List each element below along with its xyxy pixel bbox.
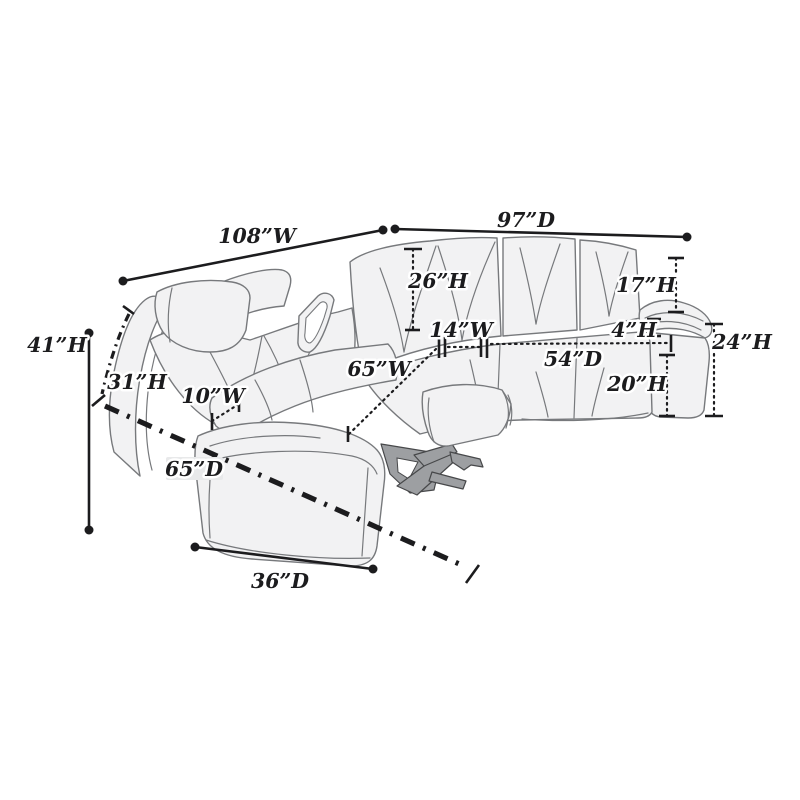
dimension-17h: 17”H — [614, 256, 684, 314]
front-block-seam-1 — [209, 435, 321, 447]
dimension-65d: 65”D — [103, 403, 481, 584]
corner-tuft-4 — [461, 241, 496, 341]
dimension-65d-line — [103, 403, 468, 570]
left-seat-seam-2 — [254, 379, 273, 421]
dimension-65w-line — [347, 346, 439, 436]
dimension-20h: 20”H — [604, 353, 675, 418]
dimension-108w: 108”W — [118, 222, 388, 286]
dimension-26h: 26”H — [404, 247, 471, 332]
dimension-14w: 14”W — [427, 316, 497, 358]
dimension-17h-label: 17”H — [616, 273, 676, 297]
dimension-97d-line — [393, 227, 689, 239]
dimension-36d-dot-left — [190, 542, 200, 552]
right-arm-band-2 — [642, 320, 702, 331]
dimension-97d: 97”D — [390, 206, 692, 242]
right-back2-tuft-1 — [595, 251, 610, 317]
dimension-36d-line — [193, 545, 375, 571]
mechanism-bar — [428, 471, 467, 490]
dimension-54d-line — [489, 341, 670, 346]
dimension-65d-chip — [166, 457, 223, 480]
footrest-edge-2 — [507, 394, 513, 426]
dimension-65d-label: 65”D — [165, 457, 223, 481]
footrest-pad — [421, 383, 512, 447]
dimension-24h: 24”H — [705, 322, 775, 418]
dimension-31h: 31”H — [91, 304, 170, 407]
front-block-seam-4 — [361, 467, 369, 557]
dimension-36d-dot-right — [368, 564, 378, 574]
dimension-26h-label: 26”H — [407, 269, 468, 293]
footrest-edge-1 — [502, 391, 509, 429]
dimension-10w-label: 10”W — [181, 384, 246, 408]
dimension-24h-label: 24”H — [711, 330, 772, 354]
right-back1-tuft-2 — [535, 243, 561, 325]
dimension-54d-label: 54”D — [544, 347, 602, 371]
dimension-41h-dot-bottom — [84, 525, 94, 535]
dimension-41h-label: 41”H — [27, 333, 87, 357]
dimension-31h-tick-top — [122, 304, 135, 316]
dimension-10w-line — [210, 402, 241, 423]
dimension-54d: 54”D — [489, 335, 673, 374]
left-headrest-front — [154, 279, 251, 353]
left-headrest-seam — [167, 287, 173, 343]
mechanism-link-upper — [413, 443, 458, 467]
corner-tuft-3 — [437, 245, 463, 341]
corner-tuft-1 — [379, 267, 405, 353]
right-back-1 — [502, 236, 578, 337]
right-seat-seam-4 — [591, 367, 605, 417]
dimension-65w: 65”W — [345, 346, 439, 442]
dimension-97d-label: 97”D — [497, 208, 555, 232]
footrest-inner-seam — [427, 397, 435, 443]
dimension-108w-dot-right — [378, 225, 388, 235]
right-back1-tuft-1 — [519, 247, 537, 325]
dimension-41h: 41”H — [25, 328, 94, 535]
dimension-31h-label: 31”H — [107, 370, 167, 394]
left-front-block — [194, 421, 386, 567]
dimension-36d: 36”D — [190, 542, 378, 596]
dimension-31h-tick-bottom — [91, 394, 106, 407]
right-seat-seam-2 — [573, 337, 578, 419]
corner-tuft-2 — [403, 245, 437, 353]
dimension-108w-line — [121, 228, 385, 283]
right-seat-seam-3 — [535, 371, 549, 418]
sofa-drawing — [108, 236, 713, 567]
dimension-97d-dot-right — [682, 232, 692, 242]
dimension-lines: 108”W 97”D 41”H 31”H 10”W — [25, 206, 775, 596]
console-handle-hole — [304, 301, 328, 344]
dimension-108w-label: 108”W — [218, 224, 298, 248]
dimension-97d-dot-left — [390, 224, 400, 234]
mechanism-foot-hook — [449, 451, 484, 471]
left-seat-seam-1 — [299, 359, 314, 413]
front-block-bottom-edge — [205, 539, 371, 559]
dimension-41h-dot-top — [84, 328, 94, 338]
dimension-20h-label: 20”H — [606, 372, 667, 396]
left-seat — [209, 343, 398, 441]
dimension-36d-label: 36”D — [251, 569, 309, 593]
front-block-seam-2 — [205, 450, 378, 475]
right-back2-tuft-2 — [608, 251, 629, 317]
dimension-4h-label: 4”H — [611, 318, 657, 342]
dimension-14w-label: 14”W — [429, 318, 494, 342]
dimension-10w: 10”W — [179, 382, 249, 430]
dimension-65w-label: 65”W — [347, 357, 412, 381]
right-seat-bottom-edge — [521, 412, 649, 422]
dimension-65d-tick-end — [464, 564, 481, 584]
dimension-4h: 4”H — [609, 316, 661, 345]
dimension-108w-dot-left — [118, 276, 128, 286]
dimension-31h-line — [100, 313, 131, 395]
right-arm-roll — [638, 299, 713, 339]
